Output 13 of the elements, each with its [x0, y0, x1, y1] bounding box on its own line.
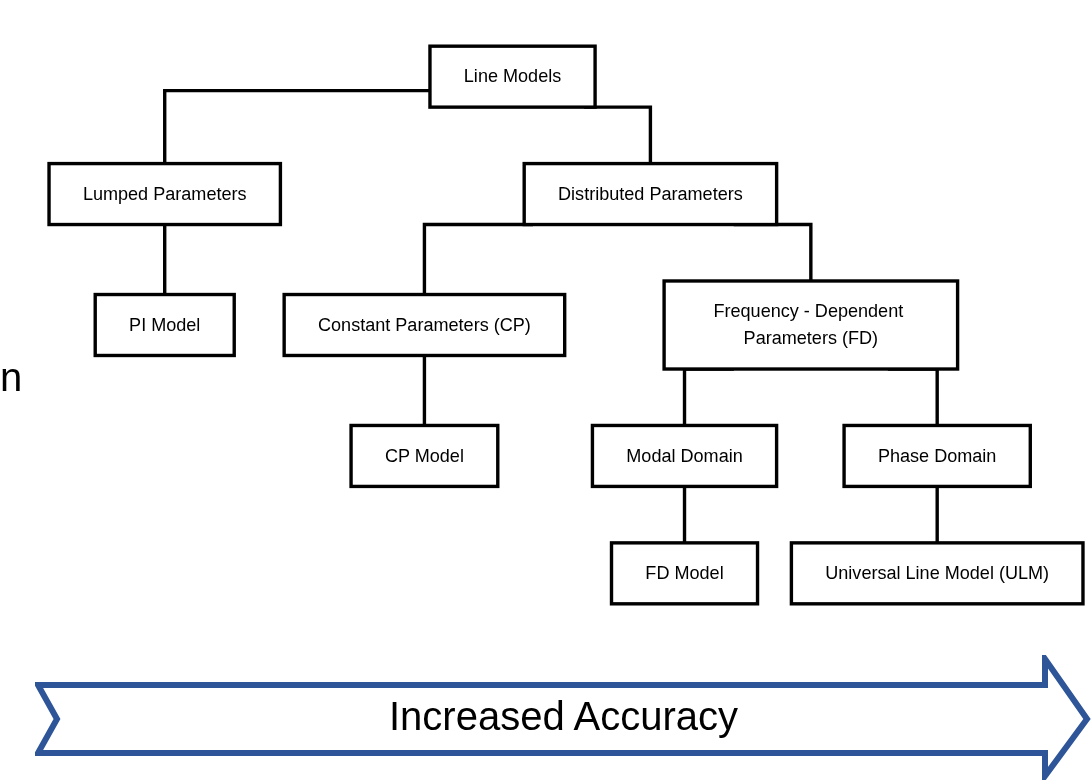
node-box: Modal Domain — [590, 423, 779, 489]
node-box: Lumped Parameters — [47, 161, 283, 227]
node-box: FD Model — [609, 541, 760, 606]
node-box: Universal Line Model (ULM) — [789, 541, 1085, 606]
arrow-label: Increased Accuracy — [388, 693, 739, 739]
node-box: Line Models — [428, 44, 597, 109]
node-box: Frequency - Dependent Parameters (FD) — [662, 279, 960, 371]
node-box: PI Model — [93, 292, 236, 358]
node-box: Constant Parameters (CP) — [282, 292, 567, 358]
node-box: Phase Domain — [842, 423, 1032, 489]
text-fragment: n — [0, 355, 23, 399]
node-box: Distributed Parameters — [522, 161, 779, 227]
node-box: CP Model — [349, 423, 500, 489]
